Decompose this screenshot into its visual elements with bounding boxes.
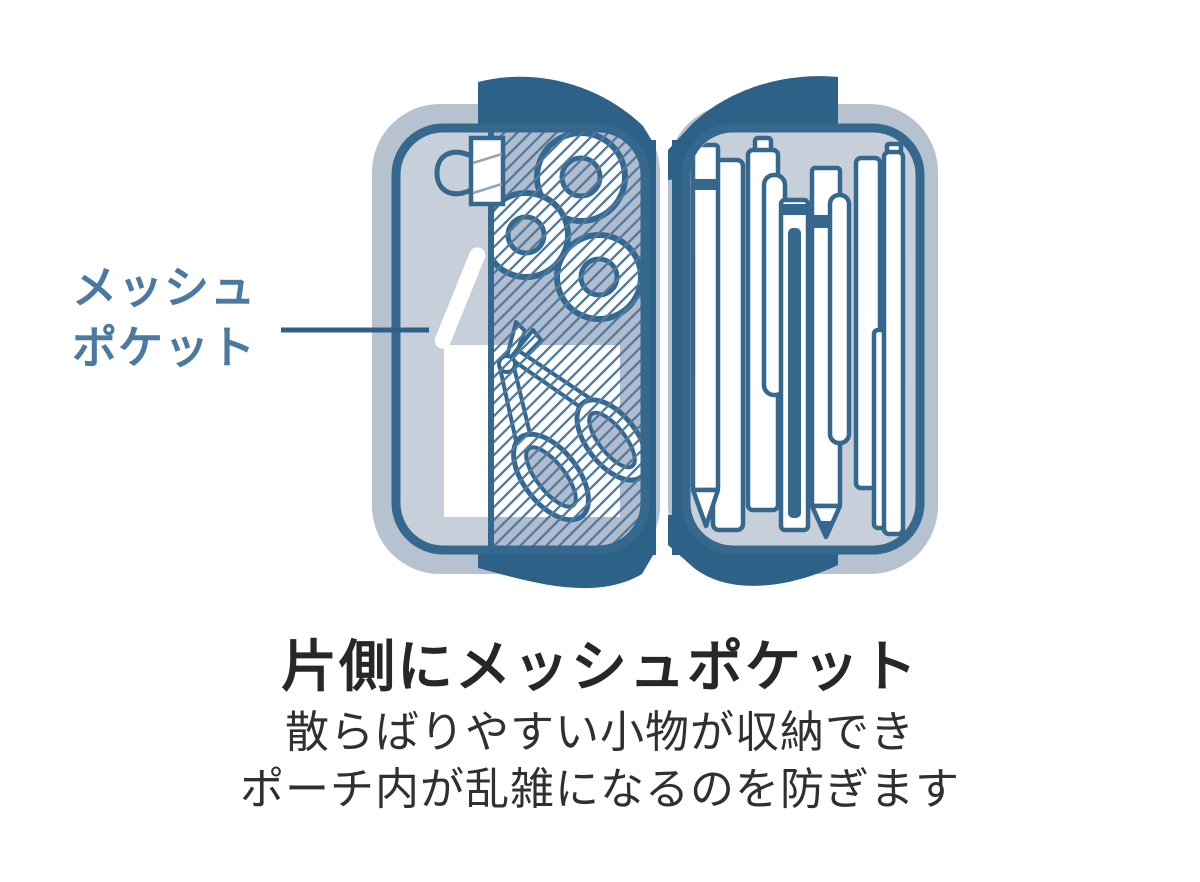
pencil-icon <box>690 142 721 529</box>
binder-clip-icon <box>434 135 506 207</box>
callout-label: メッシュ ポケット <box>58 258 270 378</box>
mesh-hatch-overlay <box>490 130 643 550</box>
caption-title: 片側にメッシュポケット <box>281 635 919 698</box>
callout-label-line1: メッシュ <box>71 262 256 313</box>
pens-group <box>690 135 906 540</box>
binder-clip-body <box>468 135 506 207</box>
stick-icon <box>434 247 486 349</box>
pen-icon <box>827 192 852 446</box>
left-compartment-border <box>391 123 650 555</box>
caption-description: 散らばりやすい小物が収納でき ポーチ内が乱雑になるのを防ぎます <box>0 704 1200 818</box>
right-compartment-border <box>681 123 925 555</box>
pen-icon <box>778 197 811 533</box>
mesh-pocket <box>444 130 643 550</box>
caption-description-line1: 散らばりやすい小物が収納でき <box>285 708 915 757</box>
callout-label-line2: ポケット <box>71 322 256 373</box>
caption-description-line2: ポーチ内が乱雑になるのを防ぎます <box>240 765 960 814</box>
binder-clip-handle <box>434 149 474 197</box>
pen-icon <box>881 141 906 537</box>
binder-clip-edges <box>472 152 503 195</box>
